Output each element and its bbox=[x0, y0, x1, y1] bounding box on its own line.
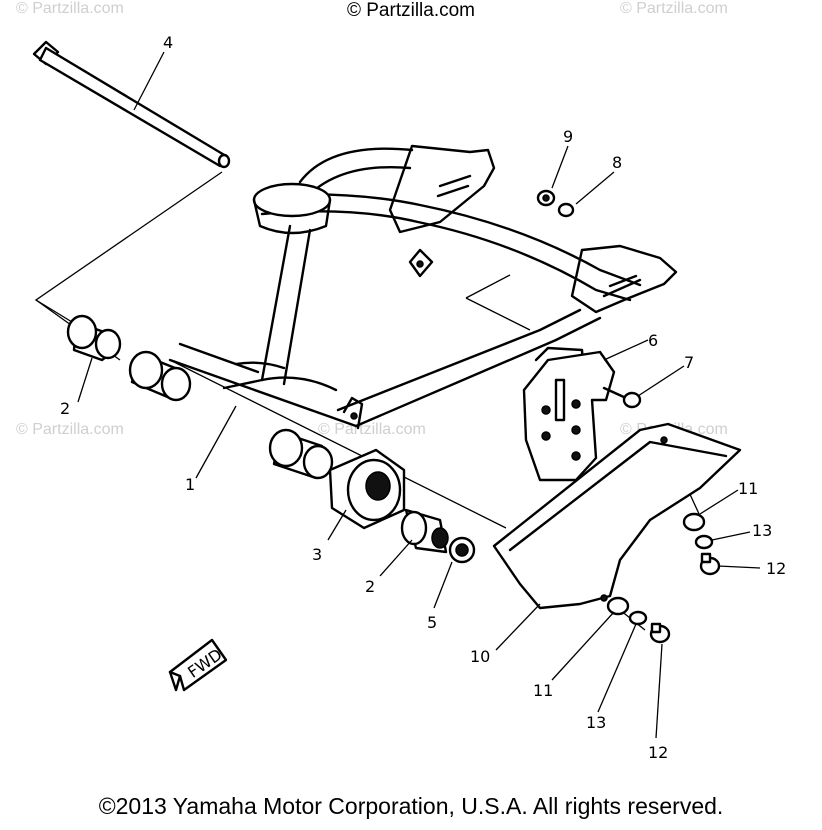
callout-6: 6 bbox=[648, 331, 658, 350]
bolt-12-upper bbox=[699, 552, 721, 576]
callout-8: 8 bbox=[612, 153, 622, 172]
seal-5 bbox=[448, 536, 476, 564]
chain-guard bbox=[492, 422, 742, 610]
header-copyright: © Partzilla.com bbox=[346, 0, 476, 21]
callout-2-right: 2 bbox=[365, 577, 375, 596]
callout-2-left: 2 bbox=[60, 399, 70, 418]
callout-7: 7 bbox=[684, 353, 694, 372]
swing-arm bbox=[168, 144, 678, 430]
bushing-2-left bbox=[66, 314, 122, 362]
callout-13-lower: 13 bbox=[586, 713, 606, 732]
callout-12-lower: 12 bbox=[648, 743, 668, 762]
callout-11-upper: 11 bbox=[738, 479, 758, 498]
bolt-12-lower bbox=[649, 622, 671, 644]
bracket-plate bbox=[522, 350, 616, 482]
lockwasher-13-lower bbox=[628, 610, 648, 626]
collar-left bbox=[128, 350, 192, 402]
callout-12-upper: 12 bbox=[766, 559, 786, 578]
watermark-top-right: © Partzilla.com bbox=[620, 0, 728, 17]
fwd-arrow-icon: FWD bbox=[168, 638, 228, 692]
leader-lines bbox=[77, 51, 761, 739]
callout-13-upper: 13 bbox=[752, 521, 772, 540]
footer-copyright: ©2013 Yamaha Motor Corporation, U.S.A. A… bbox=[98, 793, 724, 819]
watermark-mid-center: © Partzilla.com bbox=[318, 421, 426, 438]
watermark-top-left: © Partzilla.com bbox=[16, 0, 124, 17]
washer-11-lower bbox=[606, 596, 630, 616]
callout-5: 5 bbox=[427, 613, 437, 632]
pivot-shaft bbox=[32, 40, 231, 169]
bushing-3 bbox=[328, 448, 406, 530]
nut-9 bbox=[536, 189, 556, 207]
callouts: 4 9 8 6 7 2 1 3 2 5 10 11 13 12 11 13 12 bbox=[60, 33, 786, 762]
callout-10: 10 bbox=[470, 647, 490, 666]
callout-9: 9 bbox=[563, 127, 573, 146]
lockwasher-13-upper bbox=[694, 534, 714, 550]
callout-3: 3 bbox=[312, 545, 322, 564]
bushing-2-right bbox=[400, 508, 449, 554]
washer-8 bbox=[557, 202, 575, 218]
washer-11-upper bbox=[682, 512, 706, 532]
callout-11-lower: 11 bbox=[533, 681, 553, 700]
callout-1: 1 bbox=[185, 475, 195, 494]
callout-4: 4 bbox=[163, 33, 173, 52]
collar-right bbox=[268, 428, 334, 480]
watermark-mid-left: © Partzilla.com bbox=[16, 421, 124, 438]
bolt-7 bbox=[602, 386, 642, 409]
